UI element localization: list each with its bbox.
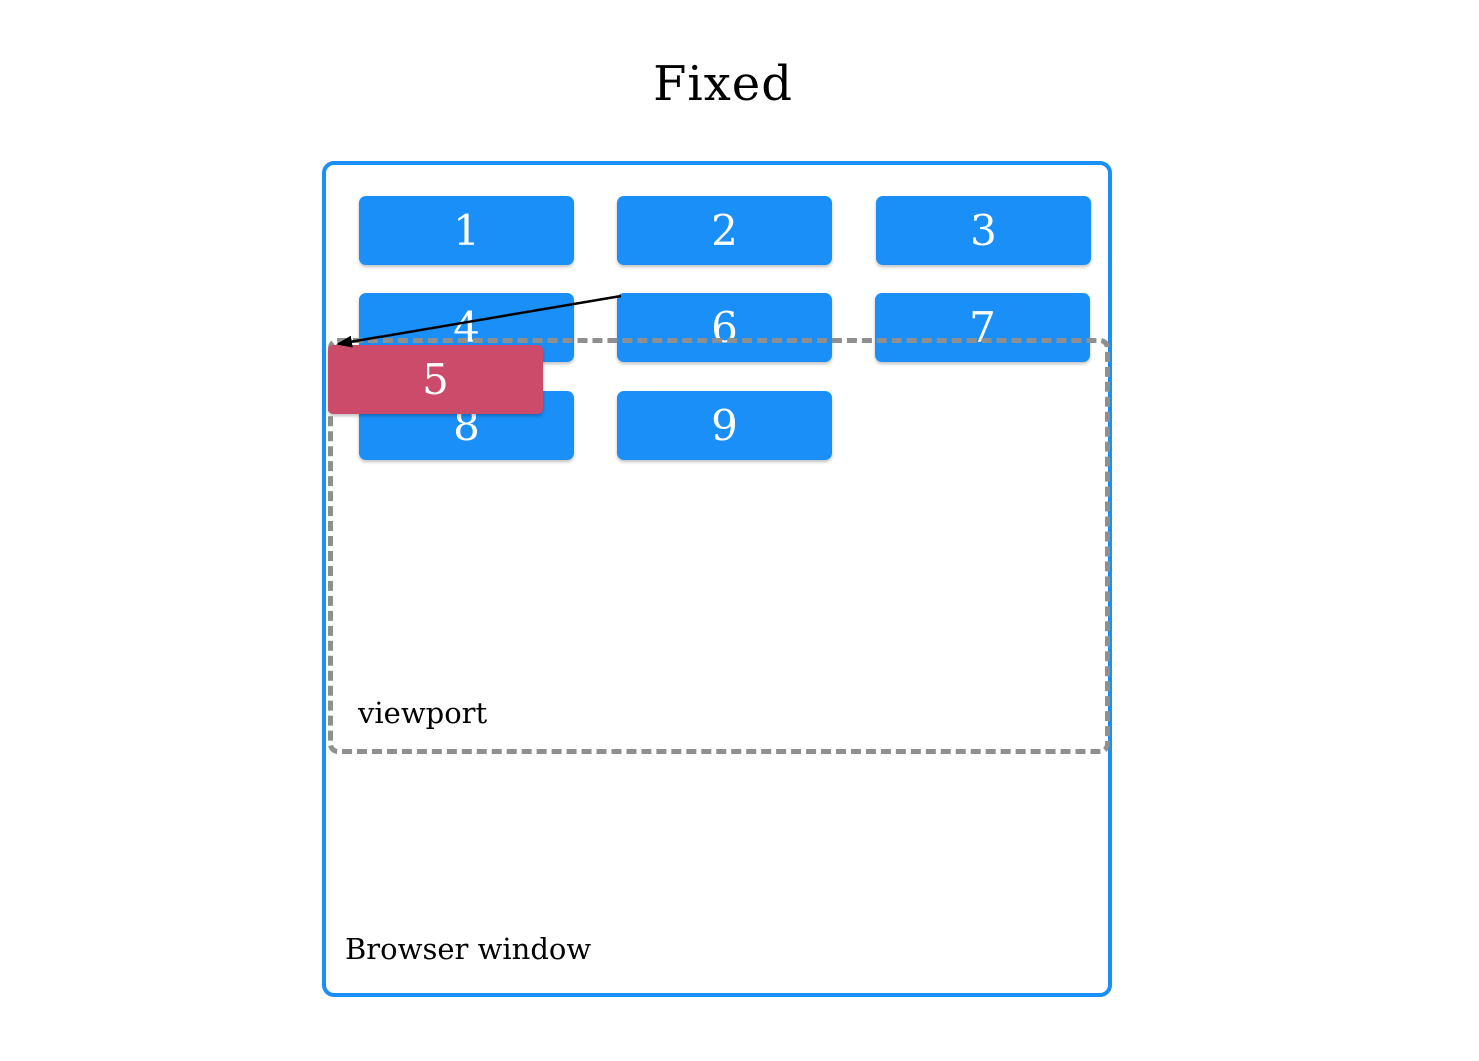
tile-7[interactable]: 7 [875,293,1090,362]
tile-3[interactable]: 3 [876,196,1091,265]
diagram-title: Fixed [653,56,793,112]
tile-2[interactable]: 2 [617,196,832,265]
tile-5-dragged[interactable]: 5 [328,345,543,414]
tile-6[interactable]: 6 [617,293,832,362]
tile-9[interactable]: 9 [617,391,832,460]
browser-window-label: Browser window [345,932,592,966]
viewport-label: viewport [358,696,488,730]
browser-window-frame [322,161,1112,997]
tile-1[interactable]: 1 [359,196,574,265]
viewport-frame [328,338,1110,754]
